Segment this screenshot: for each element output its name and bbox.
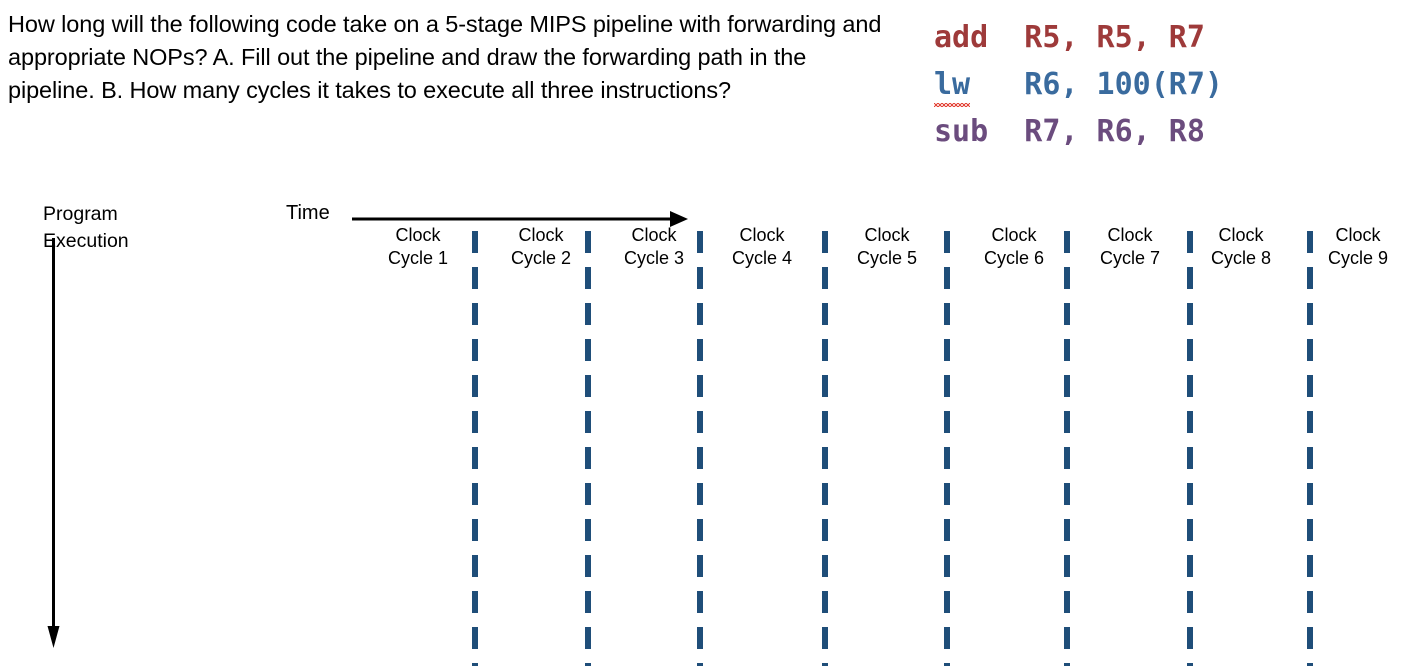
code-operands: R6, 100(R7)	[970, 67, 1223, 102]
time-axis-label: Time	[286, 202, 330, 224]
program-execution-label: Program Execution	[43, 203, 129, 252]
clock-cycle-label: Clock Cycle 3	[623, 225, 685, 268]
code-mnemonic: sub	[934, 114, 1007, 149]
clock-cycle-divider	[472, 231, 478, 666]
clock-cycle-label: Clock Cycle 9	[1327, 225, 1389, 268]
clock-cycle-divider	[1064, 231, 1070, 666]
clock-cycle-divider	[944, 231, 950, 666]
clock-cycle-label: Clock Cycle 6	[983, 225, 1045, 268]
code-mnemonic: lw	[934, 61, 971, 108]
code-line: add R5, R5, R7	[934, 14, 1223, 61]
code-operands: R7, R6, R8	[1006, 114, 1205, 149]
clock-cycle-divider	[1187, 231, 1193, 666]
clock-cycle-label: Clock Cycle 5	[856, 225, 918, 268]
clock-cycle-label: Clock Cycle 8	[1210, 225, 1272, 268]
clock-cycle-label: Clock Cycle 2	[510, 225, 572, 268]
clock-cycle-divider	[585, 231, 591, 666]
clock-cycle-label: Clock Cycle 1	[387, 225, 449, 268]
clock-cycle-divider	[1307, 231, 1313, 666]
clock-cycle-label: Clock Cycle 7	[1099, 225, 1161, 268]
question-prompt: How long will the following code take on…	[8, 11, 888, 103]
clock-cycle-divider	[822, 231, 828, 666]
program-execution-arrow-icon	[47, 238, 60, 648]
clock-cycle-label: Clock Cycle 4	[731, 225, 793, 268]
code-line: lw R6, 100(R7)	[934, 61, 1223, 108]
clock-cycle-divider	[697, 231, 703, 666]
time-arrow-icon	[352, 211, 688, 227]
code-line: sub R7, R6, R8	[934, 108, 1223, 155]
code-mnemonic: add	[934, 20, 1007, 55]
code-operands: R5, R5, R7	[1006, 20, 1205, 55]
